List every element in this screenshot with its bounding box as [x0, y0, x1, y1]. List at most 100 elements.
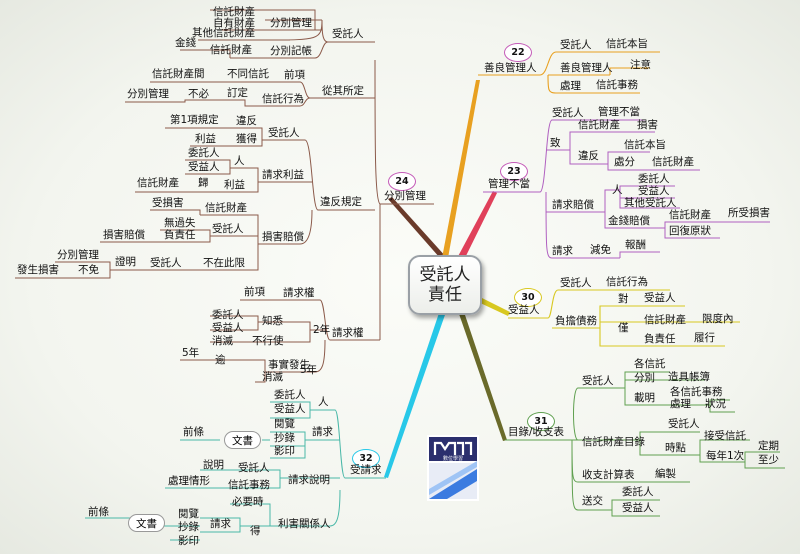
node: 負責任	[644, 333, 676, 345]
node: 5年	[300, 364, 318, 376]
node: 獲得	[236, 133, 257, 145]
node: 委託人	[212, 309, 244, 321]
node: 抄錄	[178, 521, 199, 533]
center-title-line2: 責任	[428, 285, 462, 305]
node: 前項	[284, 69, 305, 81]
node: 接受信託	[704, 430, 746, 442]
node: 限度內	[702, 313, 734, 325]
branch-31	[458, 309, 507, 441]
node: 編製	[655, 468, 676, 480]
node: 閱覽	[178, 508, 199, 520]
node: 得	[250, 525, 261, 537]
node: 事實發生	[268, 359, 310, 371]
node: 受託人	[582, 375, 614, 387]
node-32-main: 受請求	[350, 464, 382, 476]
node: 信託財產	[669, 209, 711, 221]
logo: 數位學習	[427, 435, 479, 501]
doc-node-1: 文書	[224, 431, 261, 449]
node: 第1項規定	[170, 114, 219, 126]
node: 信託財產	[205, 202, 247, 214]
node: 受託人	[552, 107, 584, 119]
doc-node-2: 文書	[128, 514, 165, 532]
node: 金錢	[175, 37, 196, 49]
node: 請求說明	[288, 474, 330, 486]
node: 處分	[614, 156, 635, 168]
node: 回復原狀	[669, 225, 711, 237]
node: 前項	[244, 286, 265, 298]
node: 影印	[274, 445, 295, 457]
node: 信託事務	[228, 479, 270, 491]
node: 僅	[618, 322, 629, 334]
node: 從其所定	[322, 85, 364, 97]
node: 人	[318, 396, 329, 408]
node: 分別記帳	[270, 45, 312, 57]
node: 各信託	[634, 358, 666, 370]
node: 請求賠償	[552, 199, 594, 211]
node-24-main: 分別管理	[384, 190, 426, 202]
node: 信託財產	[137, 177, 179, 189]
node: 致	[550, 137, 561, 149]
node: 至少	[758, 454, 779, 466]
node: 每年1次	[706, 450, 745, 462]
badge-23: 23	[500, 162, 528, 181]
node: 委託人	[188, 147, 220, 159]
node: 消滅	[212, 335, 233, 347]
node: 損害賠償	[262, 231, 304, 243]
node: 受託人	[560, 277, 592, 289]
node: 人	[612, 184, 623, 196]
node: 前條	[183, 426, 204, 438]
node: 損害賠償	[103, 229, 145, 241]
node: 負擔債務	[555, 315, 597, 327]
node: 信託行為	[606, 276, 648, 288]
node: 分別	[634, 372, 655, 384]
node: 受託人	[560, 39, 592, 51]
node: 載明	[634, 392, 655, 404]
node-22-main: 善良管理人	[484, 62, 537, 74]
node: 發生損害	[17, 264, 59, 276]
node-30-main: 受益人	[508, 304, 540, 316]
node: 信託財產間	[152, 68, 205, 80]
node: 處理	[560, 80, 581, 92]
node: 請求權	[283, 287, 315, 299]
node: 說明	[203, 459, 224, 471]
node: 利益	[195, 133, 216, 145]
node: 受託人	[238, 462, 270, 474]
node: 信託行為	[262, 93, 304, 105]
node: 5年	[182, 347, 200, 359]
node: 歸	[198, 177, 209, 189]
node: 利害關係人	[278, 518, 331, 530]
badge-24: 24	[388, 172, 416, 191]
node: 不在此限	[203, 257, 245, 269]
node: 影印	[178, 535, 199, 547]
branch-22	[442, 80, 480, 258]
logo-icon: 數位學習	[427, 435, 479, 501]
branch-23	[455, 191, 497, 266]
node: 狀況	[705, 398, 726, 410]
node: 送交	[582, 495, 603, 507]
node: 請求	[210, 518, 231, 530]
node: 金錢賠償	[608, 215, 650, 227]
branch-24	[388, 197, 447, 258]
node: 逾	[215, 354, 226, 366]
node: 人	[234, 155, 245, 167]
node: 自有財產	[213, 17, 255, 29]
node: 消滅	[262, 371, 283, 383]
node: 不必	[188, 88, 209, 100]
node: 分別管理	[127, 88, 169, 100]
node: 前條	[88, 506, 109, 518]
node: 受益人	[188, 161, 220, 173]
node: 其他受託人	[624, 197, 677, 209]
node: 管理不當	[598, 106, 640, 118]
badge-32: 32	[352, 449, 380, 468]
node: 2年	[313, 324, 331, 336]
branch-30	[476, 295, 510, 316]
node: 處理情形	[168, 475, 210, 487]
node: 信託財產	[213, 6, 255, 18]
node: 不免	[78, 264, 99, 276]
node: 違反	[578, 150, 599, 162]
node: 知悉	[262, 315, 283, 327]
node-23-main: 管理不當	[488, 178, 530, 190]
node: 利益	[224, 179, 245, 191]
node: 信託財產	[578, 119, 620, 131]
